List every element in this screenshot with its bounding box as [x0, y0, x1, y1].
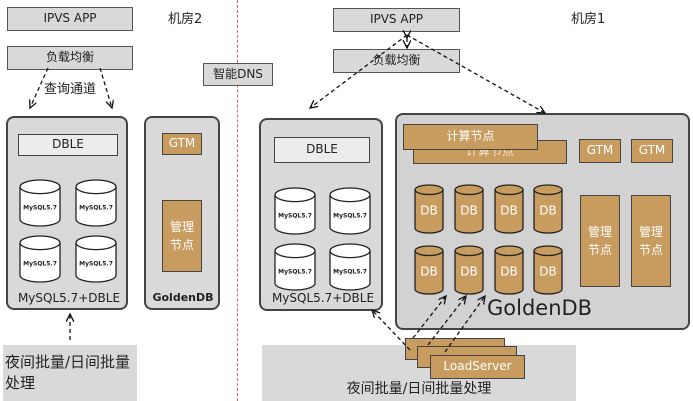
query-arrow-left — [30, 67, 49, 108]
site1-mgmt-label-2: 管理 节点 — [638, 225, 663, 257]
site2-mgmt-node: 管理 节点 — [162, 200, 202, 272]
db-cylinder-4-label: DB — [539, 203, 556, 217]
site1-dble-label: DBLE — [306, 142, 338, 156]
loadserver-to-db-1 — [412, 296, 446, 339]
site2-mgmt-label: 管理 节点 — [169, 220, 194, 252]
loadserver-box-1: LoadServer — [430, 355, 525, 379]
site2-mysql-cylinder-1-label: MySQL5.7 — [23, 204, 57, 211]
site1-label: 机房1 — [571, 12, 606, 27]
site2-dble-box: DBLE — [18, 134, 118, 156]
site1-load-balancer: 负载均衡 — [333, 49, 460, 73]
site1-mysql-cylinder-1-label: MySQL5.7 — [278, 212, 312, 219]
site1-lb-label: 负载均衡 — [372, 53, 421, 67]
db-cylinder-8: DB — [533, 245, 563, 295]
site2-mysql-cylinder-2-label: MySQL5.7 — [79, 204, 113, 211]
site1-mgmt-label-1: 管理 节点 — [587, 225, 612, 257]
site1-panel-caption: MySQL5.7+DBLE — [271, 291, 375, 305]
site1-golden-caption: GoldenDB — [487, 296, 593, 320]
site2-mysql-cylinder-4-label: MySQL5.7 — [79, 260, 113, 267]
query-arrow-right — [99, 67, 112, 108]
site2-mysql-cylinder-4: MySQL5.7 — [75, 235, 117, 283]
db-cylinder-6-label: DB — [460, 264, 477, 278]
site2-app-box: IPVS APP — [7, 7, 133, 31]
site1-mysql-cylinder-1: MySQL5.7 — [274, 187, 316, 235]
site2-gtm-label: GTM — [168, 136, 196, 150]
site1-mysql-cylinder-4-label: MySQL5.7 — [333, 268, 367, 275]
db-cylinder-3: DB — [494, 184, 524, 234]
site1-mysql-cylinder-3: MySQL5.7 — [274, 243, 316, 291]
site2-lb-label: 负载均衡 — [45, 50, 94, 64]
site1-mgmt-node-1: 管理 节点 — [580, 195, 620, 287]
site1-batch-label: 夜间批量/日间批量处理 — [346, 381, 492, 397]
site1-gtm-box-2: GTM — [631, 139, 673, 163]
smart-dns-label: 智能DNS — [213, 67, 263, 81]
site1-gtm-label-2: GTM — [638, 143, 666, 157]
site1-mysql-cylinder-2-label: MySQL5.7 — [333, 212, 367, 219]
site2-batch-block — [3, 345, 137, 401]
db-cylinder-5: DB — [414, 245, 444, 295]
site1-app-to-golden — [406, 34, 545, 113]
db-cylinder-4: DB — [533, 184, 563, 234]
site1-app-to-dble — [310, 34, 408, 108]
db-cylinder-1: DB — [414, 184, 444, 234]
loadserver-label: LoadServer — [443, 359, 512, 373]
loadserver-to-db-2 — [427, 296, 466, 346]
site2-dble-label: DBLE — [52, 137, 84, 151]
site1-gtm-box-1: GTM — [579, 139, 621, 163]
site2-mysql-cylinder-1: MySQL5.7 — [19, 179, 61, 227]
site1-mysql-cylinder-3-label: MySQL5.7 — [278, 268, 312, 275]
site2-batch-label: 夜间批量/日间批量 处理 — [5, 353, 131, 392]
site2-load-balancer: 负载均衡 — [7, 46, 133, 70]
db-cylinder-3-label: DB — [500, 203, 517, 217]
db-cylinder-5-label: DB — [420, 264, 437, 278]
db-cylinder-8-label: DB — [539, 264, 556, 278]
site2-label: 机房2 — [168, 12, 203, 27]
db-cylinder-7: DB — [494, 245, 524, 295]
site2-panel-caption: MySQL5.7+DBLE — [17, 291, 121, 305]
site1-mgmt-node-2: 管理 节点 — [631, 195, 671, 287]
site2-mysql-cylinder-3: MySQL5.7 — [19, 235, 61, 283]
site1-batch-to-dble — [372, 310, 411, 351]
site1-gtm-label-1: GTM — [586, 143, 614, 157]
db-cylinder-2: DB — [454, 184, 484, 234]
db-cylinder-2-label: DB — [460, 203, 477, 217]
loadserver-to-db-3 — [444, 296, 485, 353]
site2-mysql-cylinder-3-label: MySQL5.7 — [23, 260, 57, 267]
site2-app-label: IPVS APP — [43, 11, 97, 25]
site-divider — [237, 0, 238, 401]
site2-gtm-box: GTM — [162, 133, 202, 155]
db-cylinder-7-label: DB — [500, 264, 517, 278]
query-channel-label: 查询通道 — [44, 78, 97, 97]
site2-mysql-cylinder-2: MySQL5.7 — [75, 179, 117, 227]
db-cylinder-1-label: DB — [420, 203, 437, 217]
smart-dns-box: 智能DNS — [203, 63, 273, 86]
compute-node-label: 计算节点 — [446, 129, 495, 143]
site1-mysql-cylinder-2: MySQL5.7 — [329, 187, 371, 235]
site1-dble-box: DBLE — [274, 137, 370, 163]
site1-app-box: IPVS APP — [333, 8, 460, 32]
site1-app-label: IPVS APP — [369, 12, 424, 26]
db-cylinder-6: DB — [454, 245, 484, 295]
compute-node-front: 计算节点 — [403, 124, 538, 150]
site1-mysql-cylinder-4: MySQL5.7 — [329, 243, 371, 291]
site2-golden-caption: GoldenDB — [152, 291, 214, 304]
